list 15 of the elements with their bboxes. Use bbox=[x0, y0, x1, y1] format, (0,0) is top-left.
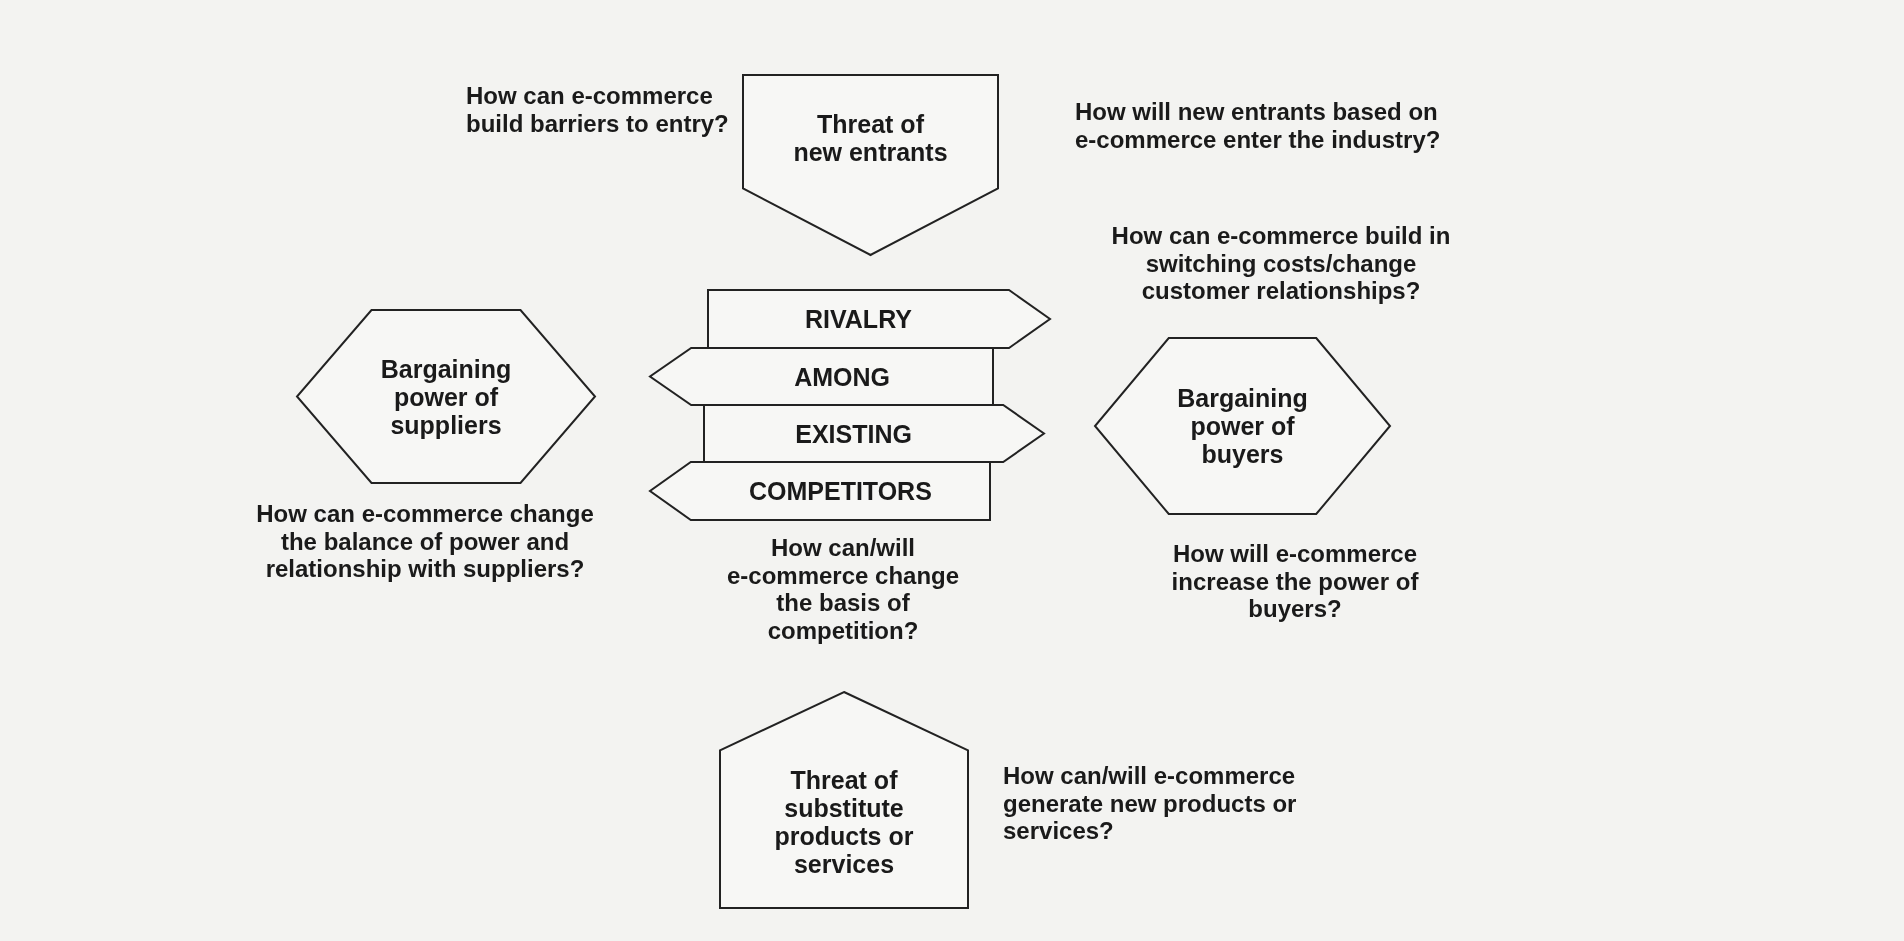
question-text: How can e-commerce build barriers to entry? bbox=[466, 82, 730, 138]
question-text: How will e-commerce increase the power of buyers? bbox=[1170, 540, 1420, 623]
question-text: How can/will e-commerce change the basis of competition? bbox=[725, 534, 961, 645]
question-text: How can/will e-commerce generate new products or services? bbox=[1003, 762, 1298, 845]
banner-label: AMONG bbox=[794, 362, 890, 391]
banner-label: RIVALRY bbox=[805, 305, 912, 333]
banner-label: COMPETITORS bbox=[748, 477, 932, 505]
force-label: Bargaining power of buyers bbox=[1176, 384, 1309, 468]
question-text: How can e-commerce build in switching costs/change customer relationships? bbox=[1110, 222, 1452, 305]
question-text: How can e-commerce change the balance of power and relationship with suppliers? bbox=[255, 500, 595, 583]
question-text: How will new entrants based on e-commerce enter the industry? bbox=[1075, 98, 1442, 154]
banner-label: EXISTING bbox=[795, 419, 912, 448]
force-label: Threat of new entrants bbox=[792, 110, 949, 166]
force-label: Bargaining power of suppliers bbox=[379, 354, 513, 439]
force-label: Threat of substitute products or services bbox=[773, 765, 915, 878]
